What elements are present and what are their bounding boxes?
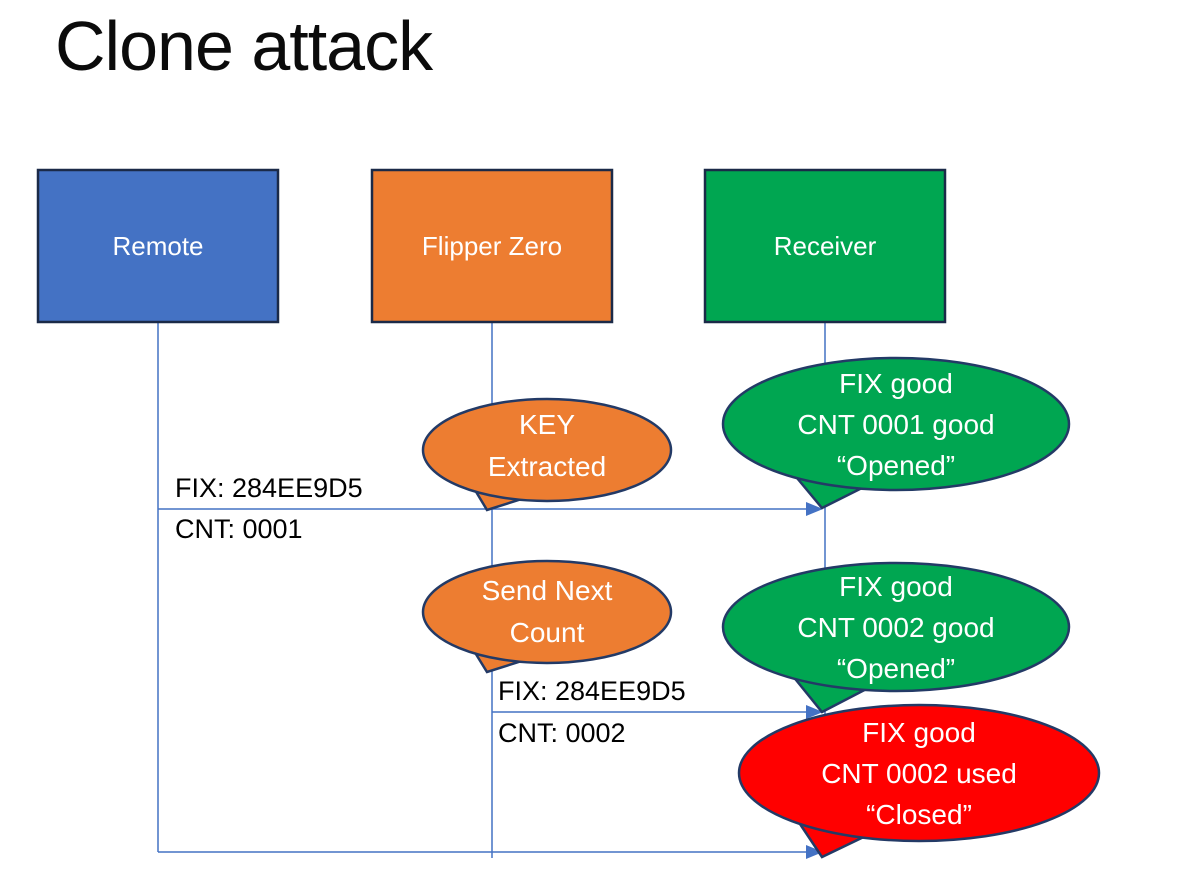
actor-receiver: Receiver [703,168,947,324]
callout-key-extracted-bubble [421,397,673,503]
callout-cnt0002-good-bubble [721,561,1071,693]
callout-cnt0002-good: FIX good CNT 0002 good “Opened” [721,561,1071,714]
actor-box-receiver [703,168,947,324]
callout-send-next-count-line2: Count [510,617,585,648]
message1-cnt-label: CNT: 0001 [175,514,303,544]
slide-title: Clone attack [55,7,434,85]
callout-cnt0001-good-line3: “Opened” [837,450,955,481]
message-arrowhead-2 [806,705,823,719]
message1-fix-label: FIX: 284EE9D5 [175,473,363,503]
callout-cnt0002-good-line3: “Opened” [837,653,955,684]
message2-fix-label: FIX: 284EE9D5 [498,676,686,706]
callout-send-next-count: Send Next Count [421,559,673,674]
actor-remote: Remote [36,168,280,324]
callout-cnt0001-good-line2: CNT 0001 good [797,409,994,440]
message2-cnt-label: CNT: 0002 [498,718,626,748]
callout-cnt0001-good-line1: FIX good [839,368,953,399]
callout-cnt0001-good-bubble [721,356,1071,492]
callout-cnt0002-good-line2: CNT 0002 good [797,612,994,643]
callout-cnt0001-good: FIX good CNT 0001 good “Opened” [721,356,1071,510]
callout-key-extracted: KEY Extracted [421,397,673,512]
actor-box-remote [36,168,280,324]
message-arrowhead-1 [806,502,823,516]
callout-cnt0002-used-line1: FIX good [862,717,976,748]
callout-key-extracted-line1: KEY [519,409,575,440]
actor-label-remote: Remote [112,231,203,261]
callout-send-next-count-line1: Send Next [482,575,613,606]
actor-label-flipper-zero: Flipper Zero [422,231,562,261]
actor-flipper-zero: Flipper Zero [370,168,614,324]
callout-cnt0002-used-bubble [737,703,1101,843]
actor-box-flipper-zero [370,168,614,324]
callout-send-next-count-bubble [421,559,673,665]
callout-cnt0002-used-line2: CNT 0002 used [821,758,1017,789]
message-arrowhead-3 [806,845,823,859]
actor-label-receiver: Receiver [774,231,877,261]
callout-cnt0002-used: FIX good CNT 0002 used “Closed” [737,703,1101,859]
callout-cnt0002-good-line1: FIX good [839,571,953,602]
callout-key-extracted-line2: Extracted [488,451,606,482]
callout-cnt0002-used-line3: “Closed” [866,799,972,830]
